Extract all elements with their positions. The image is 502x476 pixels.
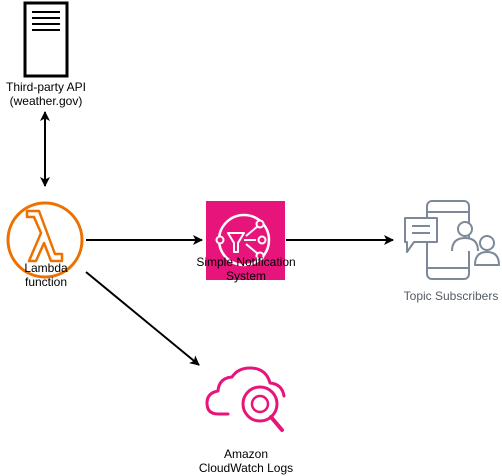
lambda-label-line2: function [24, 275, 68, 289]
edge-lambda-cloudwatch [85, 271, 200, 366]
sns-icon [206, 201, 285, 280]
sns-label-line1: Simple Notification [196, 255, 296, 269]
api-label-line2: (weather.gov) [9, 94, 83, 108]
subscribers-label-line1: Topic Subscribers [403, 289, 499, 303]
lambda-label-line1: Lambda [24, 261, 68, 275]
sns-label: Simple Notification System [186, 255, 306, 283]
mobile-users-icon [404, 200, 500, 280]
cloudwatch-label-line1: Amazon [223, 447, 269, 461]
api-label: Third-party API (weather.gov) [0, 80, 92, 108]
api-label-line1: Third-party API [5, 80, 87, 94]
cloudwatch-label-line2: CloudWatch Logs [198, 461, 294, 475]
lambda-icon [6, 201, 84, 279]
server-icon [23, 1, 69, 78]
lambda-label: Lambda function [0, 261, 92, 289]
subscribers-label: Topic Subscribers [395, 289, 502, 303]
cloudwatch-label: Amazon CloudWatch Logs [186, 447, 306, 475]
cloudwatch-logs-icon [205, 366, 286, 432]
sns-label-line2: System [225, 269, 266, 283]
